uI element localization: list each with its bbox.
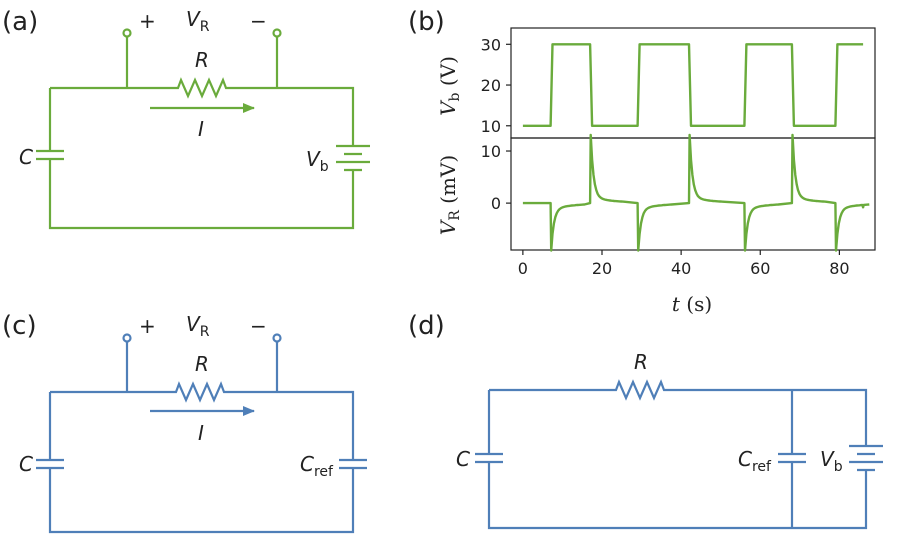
xtick-label: 20 [592,259,612,278]
capacitor-cref-d [778,452,806,464]
vb-series-line [522,43,864,127]
wire-bottom-a [48,159,355,230]
bottom-ytick-label: 0 [491,194,501,213]
minus-sign-c: − [250,314,267,338]
vr-label-c: VR [186,312,210,340]
circuit-c [36,333,367,534]
probe-leads-c [125,342,279,392]
wire-top-d [489,379,868,446]
cref-label-c: Cref [300,452,334,480]
vr-series-line [522,133,870,252]
probe-plus-c [122,333,132,343]
xtick-label: 40 [671,259,691,278]
r-label-d: R [634,350,648,374]
plus-sign-a: + [139,9,156,33]
battery-vb-a [336,144,370,172]
xtick-label: 80 [829,259,849,278]
xtick-label: 0 [518,259,528,278]
battery-vb-d [849,444,883,472]
i-label-a: I [198,117,204,141]
bottom-ytick-label: 10 [481,142,501,161]
x-axis-label: t (s) [672,292,712,316]
probe-plus-a [122,28,132,38]
top-ytick-label: 20 [481,76,501,95]
circuit-d [475,379,883,530]
panel-label-a: (a) [2,7,38,37]
vb-label-d: Vb [820,447,843,475]
top-ytick-label: 30 [481,35,501,54]
i-label-c: I [198,421,204,445]
capacitor-cref-c [339,458,367,470]
bottom-axes-frame [510,137,876,251]
probe-leads-a [125,37,279,88]
panel-label-c: (c) [2,311,37,341]
chart-b: 10 20 30 0 10 0 20 40 60 80 Vb (V) VR (mV) t (s… [436,27,876,316]
r-label-a: R [195,48,209,72]
cref-label-d: Cref [738,447,772,475]
wire-bottom-c [48,468,355,534]
vr-label-a: VR [186,7,210,35]
panel-label-d: (d) [408,311,445,341]
minus-sign-a: − [250,9,267,33]
capacitor-c-a [36,149,64,161]
c-label-c: C [19,452,33,476]
probe-minus-c [272,333,282,343]
circuit-a [36,28,370,230]
wire-bottom-d [487,462,868,530]
wire-top-a [50,77,355,146]
probe-minus-a [272,28,282,38]
vb-label-a: Vb [306,147,329,175]
plus-sign-c: + [139,314,156,338]
bottom-ylabel: VR (mV) [436,155,463,235]
top-ytick-label: 10 [481,117,501,136]
wire-top-c [50,381,355,460]
capacitor-c-c [36,458,64,470]
r-label-c: R [195,352,209,376]
panel-label-b: (b) [408,7,445,37]
top-ylabel: Vb (V) [436,56,463,116]
xtick-label: 60 [750,259,770,278]
capacitor-c-d [475,452,503,464]
c-label-a: C [19,145,33,169]
c-label-d: C [456,447,470,471]
